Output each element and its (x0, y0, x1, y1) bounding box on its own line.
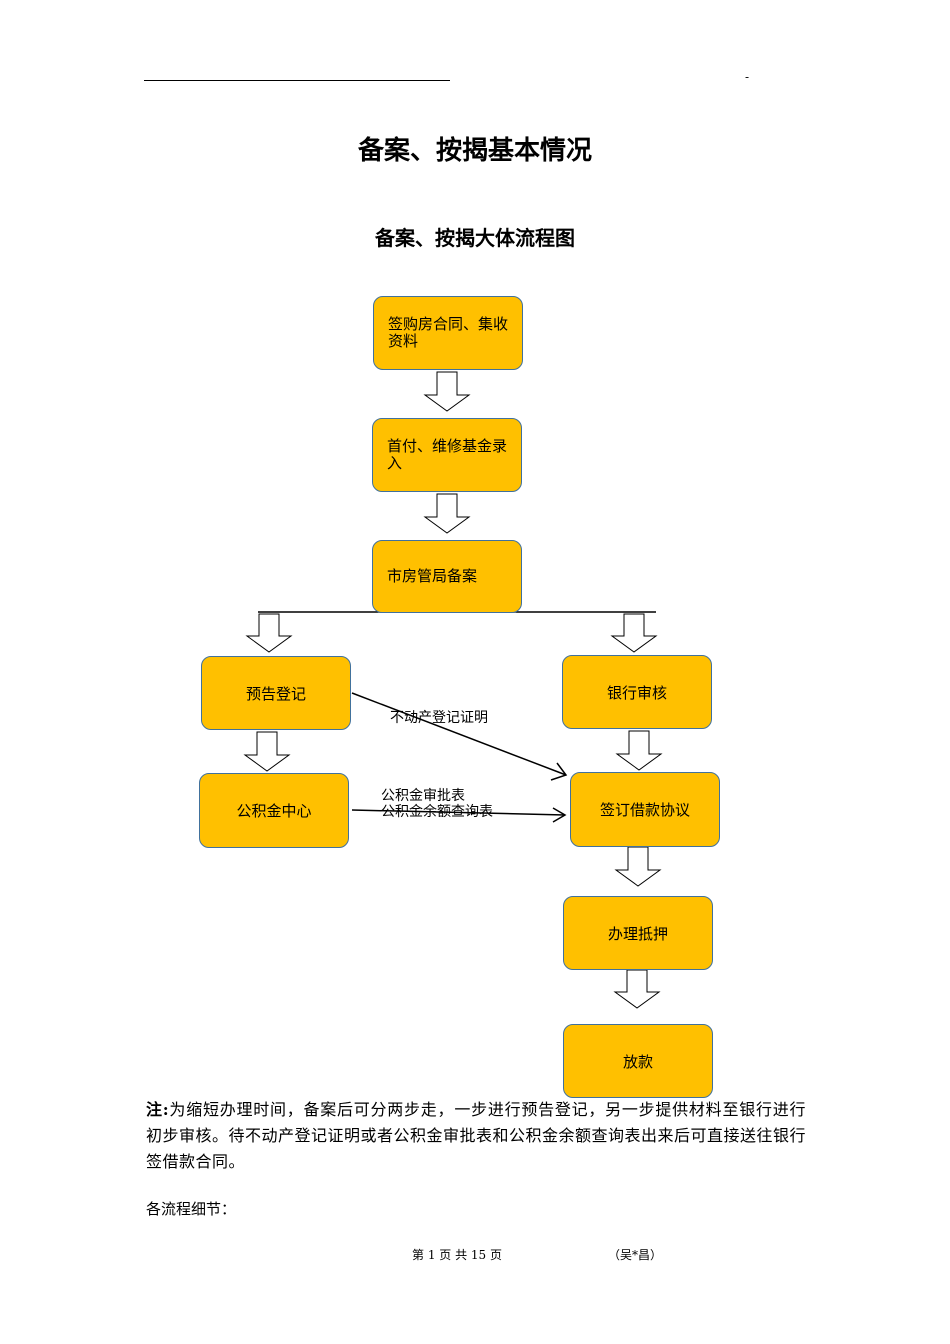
edge-label-fund-balance: 公积金余额查询表 (381, 804, 493, 820)
down-arrow-6 (615, 730, 663, 771)
node-disbursement: 放款 (563, 1024, 713, 1098)
note-label: 注: (146, 1100, 170, 1119)
node-bureau-filing: 市房管局备案 (372, 540, 522, 613)
arrow-certificate (351, 692, 567, 776)
node-down-payment: 首付、维修基金录入 (372, 418, 522, 492)
footer-author: （吴*昌） (608, 1248, 663, 1262)
header-rule (144, 80, 450, 81)
node-bank-review: 银行审核 (562, 655, 712, 729)
down-arrow-7 (614, 846, 662, 887)
down-arrow-2 (423, 493, 471, 534)
node-mortgage: 办理抵押 (563, 896, 713, 970)
down-arrow-4 (610, 613, 658, 653)
down-arrow-3 (245, 613, 293, 653)
node-pre-registration: 预告登记 (201, 656, 351, 730)
note-text: 为缩短办理时间，备案后可分两步走，一步进行预告登记，另一步提供材料至银行进行初步… (146, 1100, 807, 1171)
node-sign-contract: 签购房合同、集收资料 (373, 296, 523, 370)
edge-label-certificate: 不动产登记证明 (390, 710, 488, 726)
arrow-fund (351, 809, 566, 816)
node-fund-center: 公积金中心 (199, 773, 349, 848)
down-arrow-5 (243, 731, 291, 772)
down-arrow-8 (613, 969, 661, 1009)
edge-label-fund-approval: 公积金审批表 (381, 788, 465, 804)
header-mark: - (745, 70, 750, 84)
note-paragraph: 注:为缩短办理时间，备案后可分两步走，一步进行预告登记，另一步提供材料至银行进行… (146, 1097, 806, 1175)
page-title: 备案、按揭基本情况 (357, 136, 592, 166)
node-loan-agreement: 签订借款协议 (570, 772, 720, 847)
details-heading: 各流程细节： (146, 1200, 237, 1218)
footer-page-number: 第 1 页 共 15 页 (412, 1248, 502, 1262)
flowchart-title: 备案、按揭大体流程图 (375, 226, 575, 250)
down-arrow-1 (423, 371, 471, 412)
